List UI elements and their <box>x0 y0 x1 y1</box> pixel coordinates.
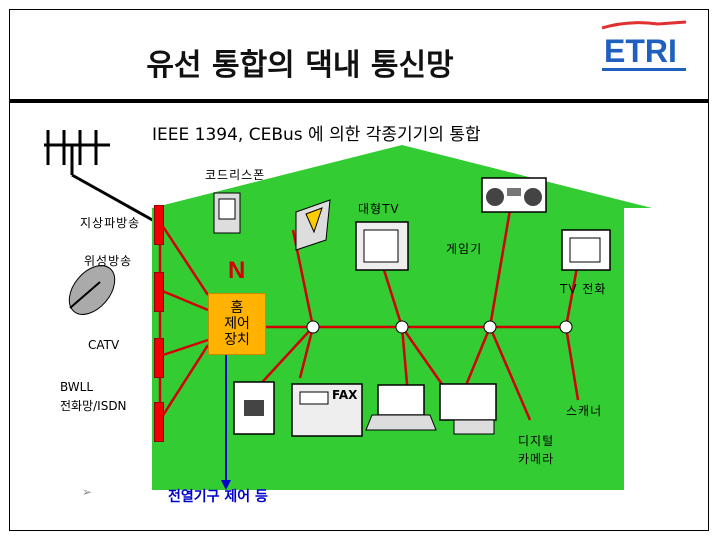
label-tv-phone: TV 전화 <box>560 282 607 296</box>
label-catv: CATV <box>88 338 120 352</box>
label-bwll-1: BWLL <box>60 380 94 394</box>
arrow-icon: ➢ <box>82 485 92 499</box>
title-divider <box>9 99 709 103</box>
page-title: 유선 통합의 댁내 통신망 <box>146 48 454 83</box>
wireless-signal-icon: N <box>228 257 245 284</box>
junction-node <box>306 320 320 334</box>
label-large-tv: 대형TV <box>358 202 400 216</box>
junction-nodes <box>306 320 573 334</box>
control-label-1: 홈 <box>230 300 244 316</box>
junction-node <box>395 320 409 334</box>
junction-node <box>483 320 497 334</box>
label-camera-2: 카메라 <box>518 452 555 466</box>
outlet-catv <box>154 338 164 378</box>
appliance-control-label: 전열기구 제어 등 <box>168 489 268 505</box>
handset-icon <box>295 199 331 251</box>
label-camera-1: 디지털 <box>518 434 555 448</box>
outlet-terrestrial <box>154 205 164 245</box>
slide-frame <box>9 9 709 531</box>
tv-phone-icon <box>561 229 611 271</box>
laptop-icon <box>365 384 437 431</box>
control-label-3: 장치 <box>224 332 250 348</box>
antenna-icon <box>44 130 157 224</box>
diagram-subtitle: IEEE 1394, CEBus 에 의한 각종기기의 통합 <box>152 125 481 145</box>
outlet-satellite <box>154 272 164 312</box>
label-cordless-phone: 코드리스폰 <box>205 168 266 182</box>
label-game: 게임기 <box>446 242 483 256</box>
etri-logo: ETRI <box>601 20 687 71</box>
control-link-arrow-icon <box>221 480 231 490</box>
junction-node <box>559 320 573 334</box>
telephone-icon <box>233 381 275 435</box>
label-terrestrial: 지상파방송 <box>80 216 141 230</box>
svg-text:ETRI: ETRI <box>604 33 677 69</box>
satellite-dish-icon <box>68 265 116 315</box>
label-scanner: 스캐너 <box>566 404 603 418</box>
label-fax: FAX <box>332 388 358 402</box>
fax-machine-icon <box>291 383 363 437</box>
label-bwll-2: 전화망/ISDN <box>60 399 127 413</box>
cordless-phone-icon <box>213 192 241 234</box>
control-label-2: 제어 <box>224 316 250 332</box>
large-tv-icon <box>355 221 409 271</box>
house-shape <box>152 145 652 490</box>
outlet-bwll <box>154 402 164 442</box>
printer-icon <box>439 383 497 435</box>
radio-icon <box>481 177 547 213</box>
home-control-unit: 홈 제어 장치 <box>208 293 266 355</box>
label-satellite: 위성방송 <box>84 254 133 268</box>
